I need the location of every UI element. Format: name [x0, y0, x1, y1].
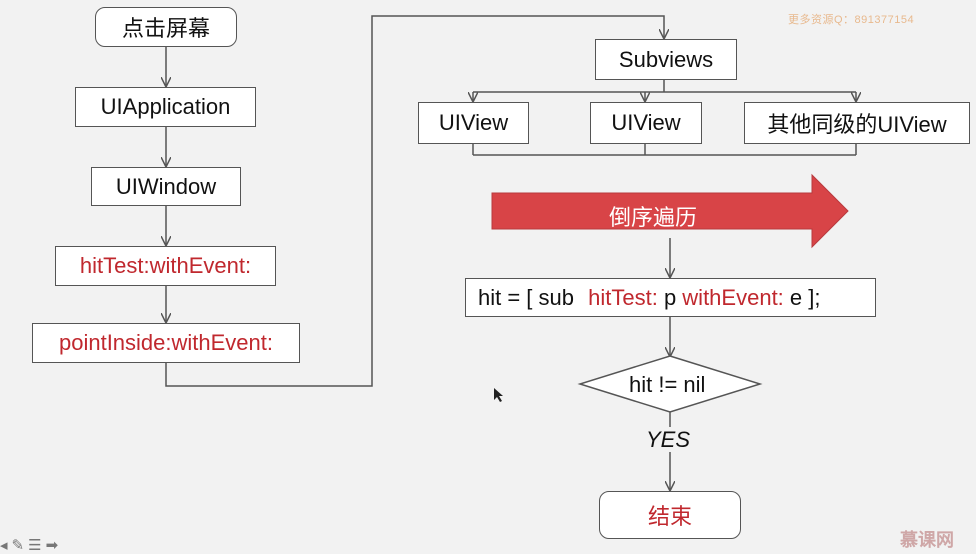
node-subviews: Subviews — [595, 39, 737, 80]
node-uiwindow: UIWindow — [91, 167, 241, 206]
node-sibling-uiview: 其他同级的UIView — [744, 102, 970, 144]
yes-label: YES — [646, 427, 691, 452]
arrow-left-icon[interactable]: ◂ — [0, 537, 8, 554]
logo: 慕课网 — [900, 530, 954, 550]
pen-icon[interactable]: ✎ — [11, 537, 25, 554]
node-uiview-1: UIView — [418, 102, 529, 144]
reverse-traverse-label: 倒序遍历 — [609, 205, 698, 230]
arrow-right-icon[interactable]: ➡ — [45, 537, 59, 554]
edge-pointinside-subviews — [165, 15, 664, 387]
node-hit-statement: hit = [ sub hitTest: p withEvent: e ]; — [465, 278, 876, 317]
node-hittest: hitTest:withEvent: — [55, 246, 276, 286]
node-uiview-2: UIView — [590, 102, 702, 144]
node-pointinside: pointInside:withEvent: — [32, 323, 300, 363]
node-end: 结束 — [599, 491, 741, 539]
watermark: 更多资源Q：891377154 — [788, 14, 915, 26]
mouse-cursor-icon — [494, 388, 503, 402]
node-start: 点击屏幕 — [95, 7, 237, 47]
player-toolbar: ◂ ✎ ☰ ➡ — [0, 536, 58, 554]
menu-icon[interactable]: ☰ — [28, 537, 42, 554]
reverse-arrow-shape — [491, 173, 849, 249]
decision-label: hit != nil — [629, 372, 706, 397]
node-uiapplication: UIApplication — [75, 87, 256, 127]
